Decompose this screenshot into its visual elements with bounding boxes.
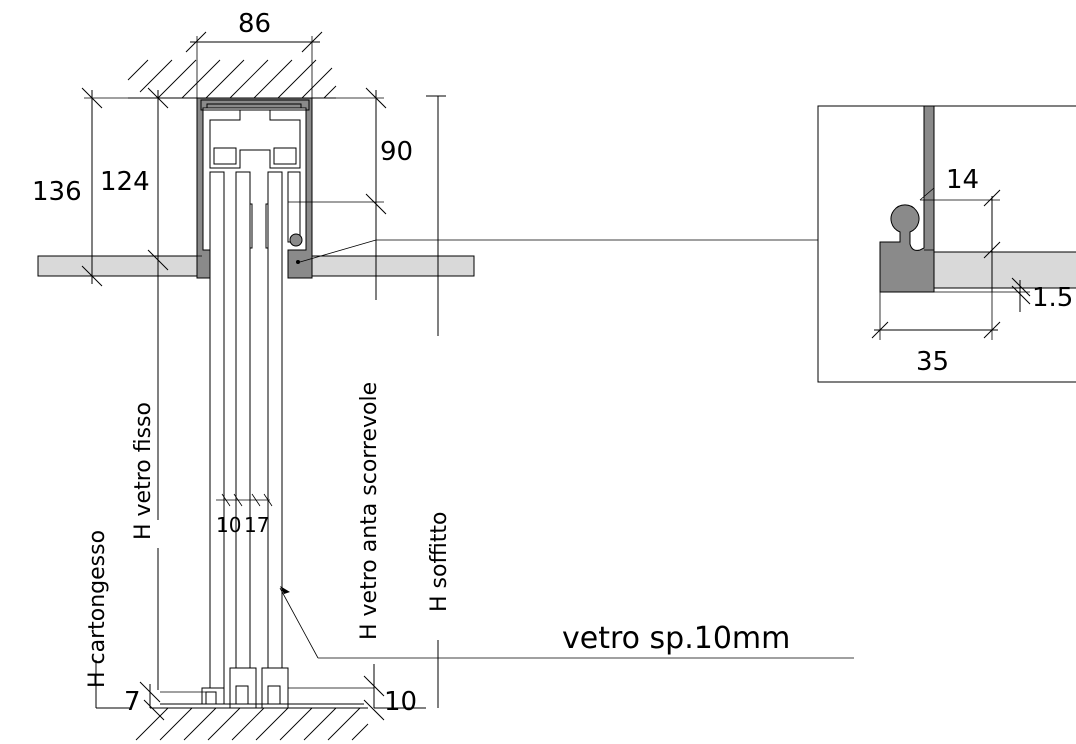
sliding-glass-pane-b [267,171,283,703]
fixed-glass-pane [209,171,225,703]
detail-dim-width: 35 [916,347,949,377]
dim-bottom-left: 7 [124,687,141,717]
dim-total-height: 136 [32,177,82,207]
dim-bottom-right: 10 [384,687,417,717]
callout-glass: vetro sp.10mm [562,621,790,656]
glass-panels [209,171,283,703]
sliding-glass-pane-a [235,171,251,703]
dim-glass-gap-a: 10 [216,513,241,537]
dimension-lines [81,31,854,721]
dim-profile-height: 124 [100,167,150,197]
plasterboard-left [37,255,203,277]
dim-inner-height: 90 [380,137,413,167]
bottom-guide [160,667,364,709]
label-h-vetro-anta: H vetro anta scorrevole [357,382,382,640]
detail-view [817,105,1076,383]
label-h-cartongesso: H cartongesso [85,530,110,688]
detail-dim-thickness: 1.5 [1032,283,1073,313]
label-h-soffitto: H soffitto [427,512,452,612]
floor-hatch [135,707,369,741]
ceiling-hatch [127,59,337,99]
dim-glass-gap-b: 17 [244,513,269,537]
detail-dim-height: 14 [946,165,979,195]
plasterboard-right [305,255,475,277]
dim-profile-width: 86 [238,9,271,39]
label-h-vetro-fisso: H vetro fisso [131,402,156,540]
